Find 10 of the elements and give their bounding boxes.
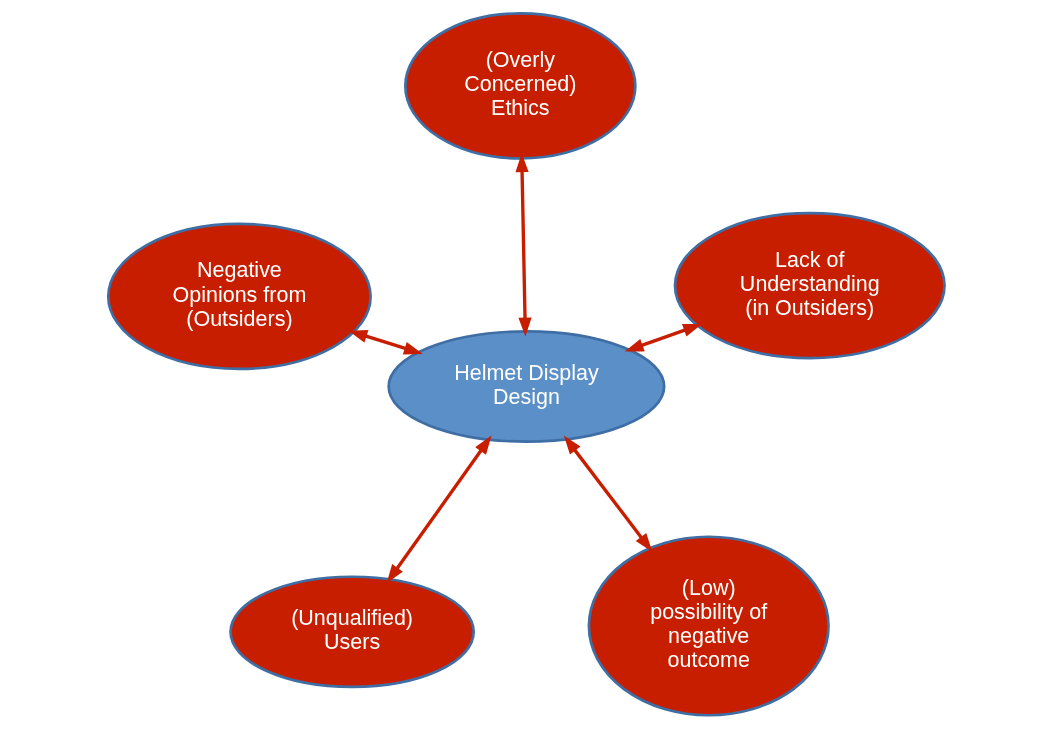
node-ellipse: (Overly Concerned) Ethics	[403, 12, 637, 160]
node-ellipse: Helmet Display Design	[386, 330, 665, 443]
arrow	[515, 153, 532, 337]
node-ellipse: Negative Opinions from (Outsiders)	[106, 222, 372, 371]
arrow	[386, 435, 492, 584]
node-ellipse: (Unqualified) Users	[228, 575, 475, 689]
node-ellipse: Lack of Understanding (in Outsiders)	[673, 211, 946, 360]
arrow	[348, 329, 423, 355]
arrow	[624, 324, 702, 352]
arrow	[563, 435, 652, 553]
